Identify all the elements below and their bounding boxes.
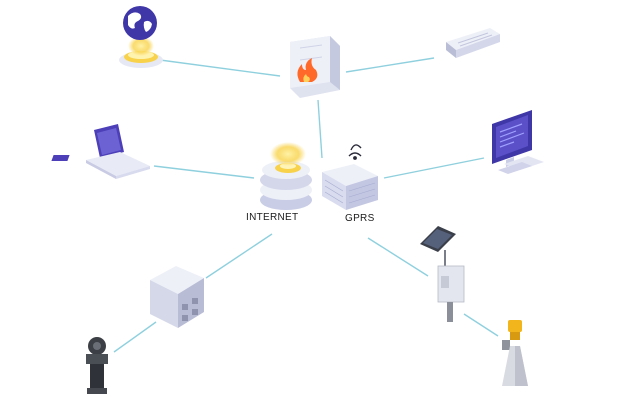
firewall-icon	[290, 36, 340, 98]
gprs-label: GPRS	[345, 213, 375, 224]
network-switch-icon	[446, 28, 500, 58]
link-gprs-monitor	[383, 157, 485, 179]
link-globe-firewall	[159, 59, 281, 77]
ultrasonic-flowmeter-icon	[86, 337, 108, 394]
solar-station-icon	[420, 226, 465, 322]
laptop-icon	[51, 124, 150, 179]
radar-level-sensor-icon	[502, 320, 528, 386]
globe-server-icon	[119, 6, 163, 68]
link-gprs-solar	[367, 237, 429, 277]
internet-label: INTERNET	[246, 212, 299, 223]
link-laptop-internet	[153, 165, 255, 179]
rtu-box-icon	[150, 266, 204, 328]
link-internet-rtu	[205, 233, 273, 279]
link-firewall-gprs	[317, 99, 323, 159]
link-firewall-switch	[345, 57, 435, 73]
link-solar-radar	[463, 313, 499, 337]
internet-cloud-server-icon	[260, 142, 312, 210]
link-rtu-flowmeter	[113, 321, 157, 353]
connection-lines	[113, 57, 499, 353]
wifi-signal-icon	[348, 144, 362, 160]
gprs-gateway-icon	[322, 144, 378, 210]
desktop-monitor-icon	[492, 110, 544, 174]
